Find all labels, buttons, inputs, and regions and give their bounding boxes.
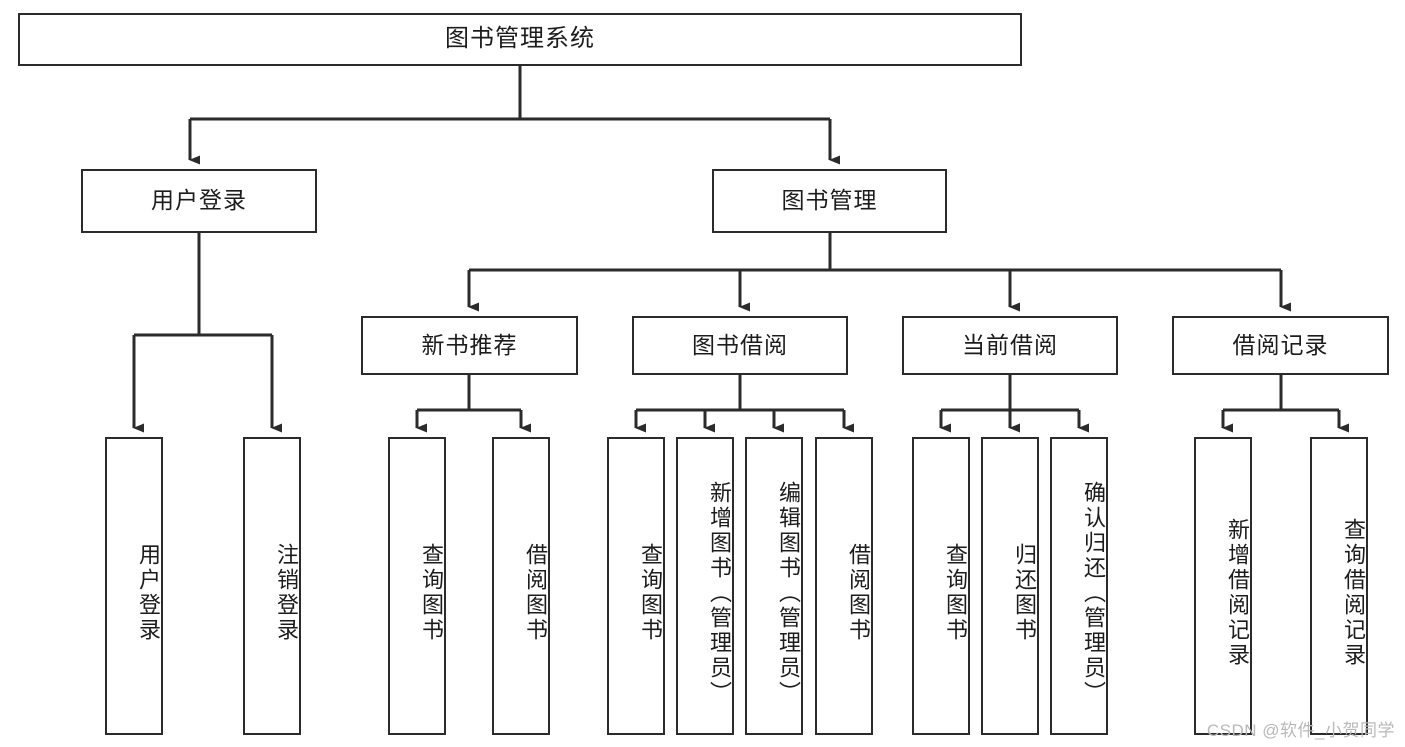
node-leaf-bb-edit-book[interactable]: 编辑图书（管理员） <box>745 437 803 735</box>
node-leaf-cb-query-book-label: 查询图书 <box>943 543 968 643</box>
node-leaf-logout[interactable]: 注销登录 <box>243 437 301 735</box>
node-new-book-recommend[interactable]: 新书推荐 <box>361 316 578 375</box>
node-leaf-user-login[interactable]: 用户登录 <box>105 437 163 735</box>
node-leaf-br-query-record-label: 查询借阅记录 <box>1341 518 1366 668</box>
node-leaf-nb-borrow-book[interactable]: 借阅图书 <box>492 437 550 735</box>
node-leaf-nb-query-book[interactable]: 查询图书 <box>388 437 446 735</box>
node-user-login[interactable]: 用户登录 <box>81 169 317 233</box>
node-leaf-user-login-label: 用户登录 <box>136 543 161 643</box>
node-leaf-br-add-record[interactable]: 新增借阅记录 <box>1194 437 1252 735</box>
watermark: CSDN @软件_小贺同学 <box>1206 721 1395 740</box>
node-root-label: 图书管理系统 <box>445 25 595 53</box>
node-leaf-cb-confirm-return[interactable]: 确认归还（管理员） <box>1050 437 1108 735</box>
node-book-manage[interactable]: 图书管理 <box>712 169 947 233</box>
node-book-manage-label: 图书管理 <box>781 187 878 214</box>
node-current-borrow[interactable]: 当前借阅 <box>902 316 1118 375</box>
node-root[interactable]: 图书管理系统 <box>18 13 1022 66</box>
node-new-book-recommend-label: 新书推荐 <box>421 331 518 358</box>
node-leaf-cb-query-book[interactable]: 查询图书 <box>912 437 970 735</box>
node-leaf-cb-confirm-return-label: 确认归还（管理员） <box>1081 480 1106 706</box>
node-leaf-nb-borrow-book-label: 借阅图书 <box>523 543 548 643</box>
node-leaf-br-add-record-label: 新增借阅记录 <box>1225 518 1250 668</box>
node-book-borrow-label: 图书借阅 <box>692 331 788 358</box>
node-leaf-logout-label: 注销登录 <box>274 543 299 643</box>
node-leaf-bb-query-book-label: 查询图书 <box>638 543 663 643</box>
node-leaf-bb-borrow-book[interactable]: 借阅图书 <box>815 437 873 735</box>
node-current-borrow-label: 当前借阅 <box>962 331 1058 358</box>
node-leaf-bb-query-book[interactable]: 查询图书 <box>607 437 665 735</box>
node-borrow-record-label: 借阅记录 <box>1232 331 1329 358</box>
node-leaf-nb-query-book-label: 查询图书 <box>419 543 444 643</box>
node-user-login-label: 用户登录 <box>151 187 247 214</box>
node-leaf-bb-edit-book-label: 编辑图书（管理员） <box>776 480 801 706</box>
node-borrow-record[interactable]: 借阅记录 <box>1172 316 1389 375</box>
node-book-borrow[interactable]: 图书借阅 <box>632 316 848 375</box>
node-leaf-bb-borrow-book-label: 借阅图书 <box>846 543 871 643</box>
node-leaf-bb-add-book[interactable]: 新增图书（管理员） <box>676 437 734 735</box>
node-leaf-cb-return-book[interactable]: 归还图书 <box>981 437 1039 735</box>
node-leaf-br-query-record[interactable]: 查询借阅记录 <box>1310 437 1368 735</box>
node-leaf-cb-return-book-label: 归还图书 <box>1012 543 1037 643</box>
node-leaf-bb-add-book-label: 新增图书（管理员） <box>707 480 732 706</box>
